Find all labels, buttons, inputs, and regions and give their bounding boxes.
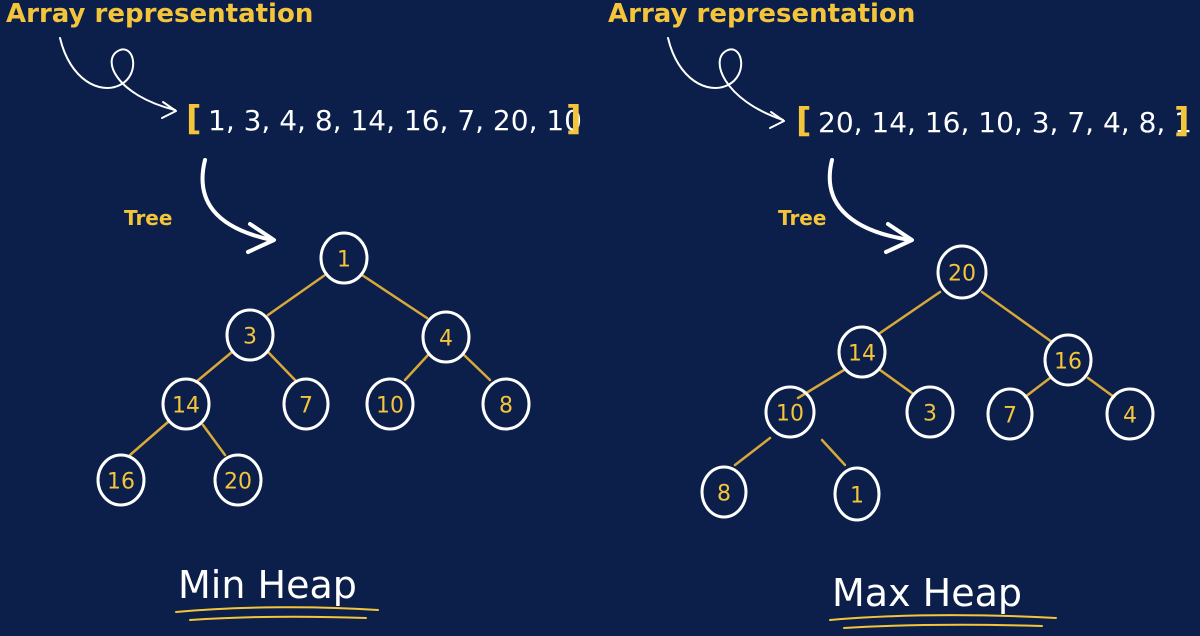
edge bbox=[266, 350, 297, 382]
array-close-bracket: ] bbox=[566, 99, 582, 139]
node-label: 1 bbox=[337, 248, 351, 273]
title-underline bbox=[829, 614, 1057, 621]
edge bbox=[1023, 376, 1052, 399]
node-label: 3 bbox=[923, 402, 937, 427]
node-label: 16 bbox=[1054, 350, 1082, 375]
title-underline bbox=[175, 606, 379, 613]
edge bbox=[733, 436, 772, 467]
node-label: 10 bbox=[776, 402, 804, 427]
min-heap-panel: Array representation [ 1, 3, 4, 8, 14, 1… bbox=[6, 0, 582, 621]
curved-arrow-head-icon bbox=[884, 222, 914, 254]
tree-node: 14 bbox=[161, 377, 211, 431]
tree-node: 3 bbox=[225, 308, 275, 362]
max-heap-panel: Array representation [ 20, 14, 16, 10, 3… bbox=[600, 0, 1200, 636]
edge bbox=[820, 438, 847, 467]
array-open-bracket: [ bbox=[796, 101, 812, 141]
node-label: 8 bbox=[717, 482, 731, 507]
node-label: 8 bbox=[499, 394, 513, 419]
min-heap-diagram: Array representation [ 1, 3, 4, 8, 14, 1… bbox=[6, 0, 582, 621]
tree-node: 16 bbox=[1043, 333, 1093, 387]
array-representation-label: Array representation bbox=[6, 0, 313, 29]
tree-edges bbox=[128, 273, 492, 457]
tree-node: 3 bbox=[905, 385, 955, 439]
tree-node: 10 bbox=[764, 385, 816, 439]
max-heap-diagram: Array representation [ 20, 14, 16, 10, 3… bbox=[608, 0, 1192, 629]
array-open-bracket: [ bbox=[186, 99, 202, 139]
array-close-bracket: ] bbox=[1174, 101, 1190, 141]
tree-node: 1 bbox=[319, 231, 369, 285]
node-label: 20 bbox=[948, 262, 976, 287]
tree-node: 20 bbox=[213, 453, 263, 507]
tree-node: 4 bbox=[421, 310, 471, 364]
edge bbox=[128, 420, 170, 457]
node-label: 7 bbox=[1003, 404, 1017, 429]
node-label: 4 bbox=[439, 327, 453, 352]
edge bbox=[201, 423, 227, 457]
tree-node: 20 bbox=[936, 244, 988, 300]
curly-arrow-icon bbox=[59, 37, 176, 111]
node-label: 20 bbox=[224, 470, 252, 495]
node-label: 10 bbox=[376, 394, 404, 419]
arrow-head-icon bbox=[161, 101, 177, 119]
title-underline bbox=[843, 623, 1043, 629]
tree-edges bbox=[733, 290, 1116, 467]
node-label: 3 bbox=[243, 325, 257, 350]
tree-node: 14 bbox=[837, 325, 887, 379]
edge bbox=[462, 353, 492, 382]
tree-node: 8 bbox=[481, 377, 531, 431]
node-label: 1 bbox=[850, 484, 864, 509]
curved-arrow-head-icon bbox=[246, 222, 276, 254]
curved-arrow-icon bbox=[827, 158, 912, 242]
curved-arrow-icon bbox=[200, 158, 274, 242]
arrow-head-icon bbox=[769, 111, 785, 129]
edge bbox=[360, 273, 429, 320]
node-label: 7 bbox=[299, 394, 313, 419]
edge bbox=[266, 273, 327, 317]
edge bbox=[878, 368, 914, 395]
node-label: 4 bbox=[1123, 404, 1137, 429]
tree-label: Tree bbox=[124, 206, 172, 230]
array-values: 1, 3, 4, 8, 14, 16, 7, 20, 10 bbox=[208, 104, 582, 137]
edge bbox=[980, 290, 1054, 344]
tree-node: 10 bbox=[365, 377, 415, 431]
heap-title: Max Heap bbox=[832, 571, 1022, 615]
node-label: 16 bbox=[107, 470, 135, 495]
curly-arrow-icon bbox=[667, 37, 784, 121]
tree-label: Tree bbox=[778, 206, 826, 230]
edge bbox=[194, 350, 234, 384]
array-values: 20, 14, 16, 10, 3, 7, 4, 8, 1 bbox=[818, 106, 1192, 139]
node-label: 14 bbox=[848, 342, 876, 367]
edge bbox=[1086, 376, 1116, 399]
node-label: 14 bbox=[172, 394, 200, 419]
title-underline bbox=[189, 615, 367, 621]
tree-node: 8 bbox=[700, 465, 748, 519]
edge bbox=[878, 290, 942, 335]
tree-node: 1 bbox=[833, 466, 881, 522]
tree-node: 7 bbox=[282, 377, 330, 431]
tree-node: 4 bbox=[1105, 387, 1155, 441]
edge bbox=[403, 353, 430, 382]
tree-node: 16 bbox=[96, 453, 146, 507]
heap-title: Min Heap bbox=[178, 563, 357, 607]
array-representation-label: Array representation bbox=[608, 0, 915, 29]
tree-node: 7 bbox=[986, 387, 1034, 441]
